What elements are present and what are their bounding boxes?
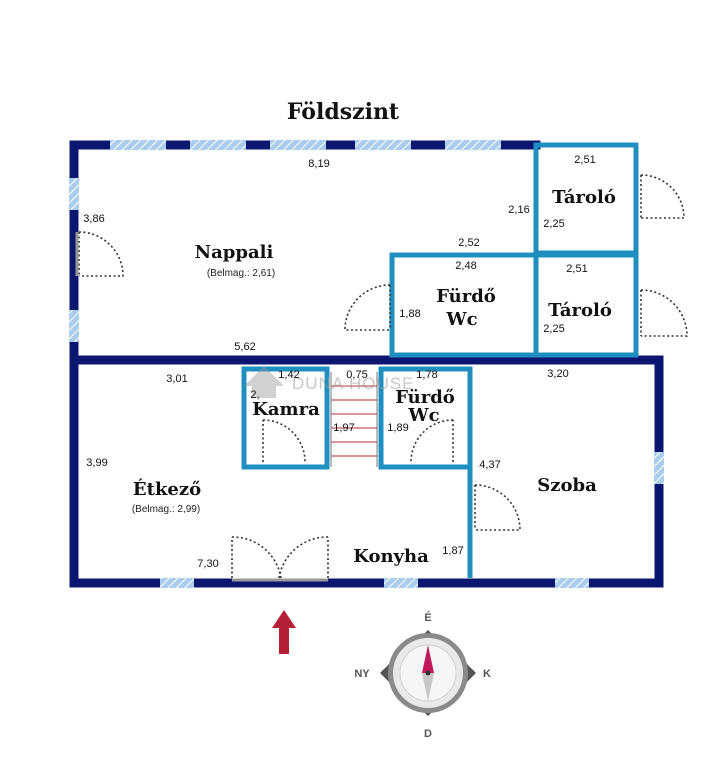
dim-label: 2,51: [574, 154, 595, 166]
dim-label: 2,25: [543, 323, 564, 335]
dim-label: 2,16: [508, 204, 529, 216]
dim-label: 1,87: [442, 545, 463, 557]
room-furdo-1-line1: Fürdő: [436, 286, 496, 307]
dim-label: 7,30: [197, 558, 218, 570]
room-szoba: Szoba: [537, 475, 597, 496]
stairs: [331, 385, 377, 457]
room-furdo-1-line2: Wc: [445, 309, 477, 330]
room-etkezo-height: (Belmag.: 2,99): [132, 504, 200, 515]
dimension-labels: 8,19 2,51 2,16 2,25 3,86 2,52 2,48 2,51 …: [83, 154, 595, 570]
compass-south: D: [424, 728, 432, 740]
dim-label: 3,20: [547, 368, 568, 380]
door-jambs: [75, 232, 328, 582]
dim-label: 1,88: [399, 308, 420, 320]
dim-label: 3,01: [166, 373, 187, 385]
entrance-arrow-icon: [272, 610, 296, 654]
dim-label: 1,78: [416, 369, 437, 381]
duna-house-watermark: DUNA HOUSE: [244, 366, 414, 398]
room-etkezo: Étkező: [133, 477, 201, 500]
watermark-text: DUNA HOUSE: [292, 374, 414, 393]
dim-label: 1,97: [333, 422, 354, 434]
room-furdo-2-line2: Wc: [407, 405, 439, 426]
compass-west: NY: [354, 668, 370, 680]
dim-label: 1,89: [387, 422, 408, 434]
partition-walls: [241, 142, 639, 578]
dim-label: 0,75: [346, 369, 367, 381]
room-kamra: Kamra: [252, 399, 320, 420]
stair-rails: [330, 372, 378, 467]
room-nappali: Nappali: [195, 242, 274, 263]
house-logo-icon: [244, 366, 284, 398]
doors: [78, 174, 688, 579]
dim-label: 2,: [250, 389, 259, 401]
dim-label: 2,52: [458, 237, 479, 249]
compass-east: K: [483, 668, 491, 680]
windows: [69, 140, 664, 588]
dim-label: 2,51: [566, 263, 587, 275]
outer-walls: [69, 140, 664, 588]
room-tarolo-1: Tároló: [552, 187, 616, 208]
compass-icon: É D NY K: [354, 611, 491, 740]
dim-label: 5,62: [234, 341, 255, 353]
dim-label: 3,99: [86, 457, 107, 469]
compass-north: É: [424, 611, 431, 624]
dim-label: 1,42: [278, 369, 299, 381]
dim-label: 8,19: [308, 158, 329, 170]
floor-title: Földszint: [287, 99, 400, 125]
room-tarolo-2: Tároló: [548, 300, 612, 321]
dim-label: 4,37: [479, 459, 500, 471]
room-labels: Nappali (Belmag.: 2,61) Tároló Tároló Fü…: [132, 187, 616, 567]
dim-label: 2,48: [455, 260, 476, 272]
room-furdo-2-line1: Fürdő: [395, 387, 455, 408]
dim-label: 3,86: [83, 213, 104, 225]
dim-label: 2,25: [543, 218, 564, 230]
room-konyha: Konyha: [353, 546, 429, 567]
room-nappali-height: (Belmag.: 2,61): [207, 268, 275, 279]
